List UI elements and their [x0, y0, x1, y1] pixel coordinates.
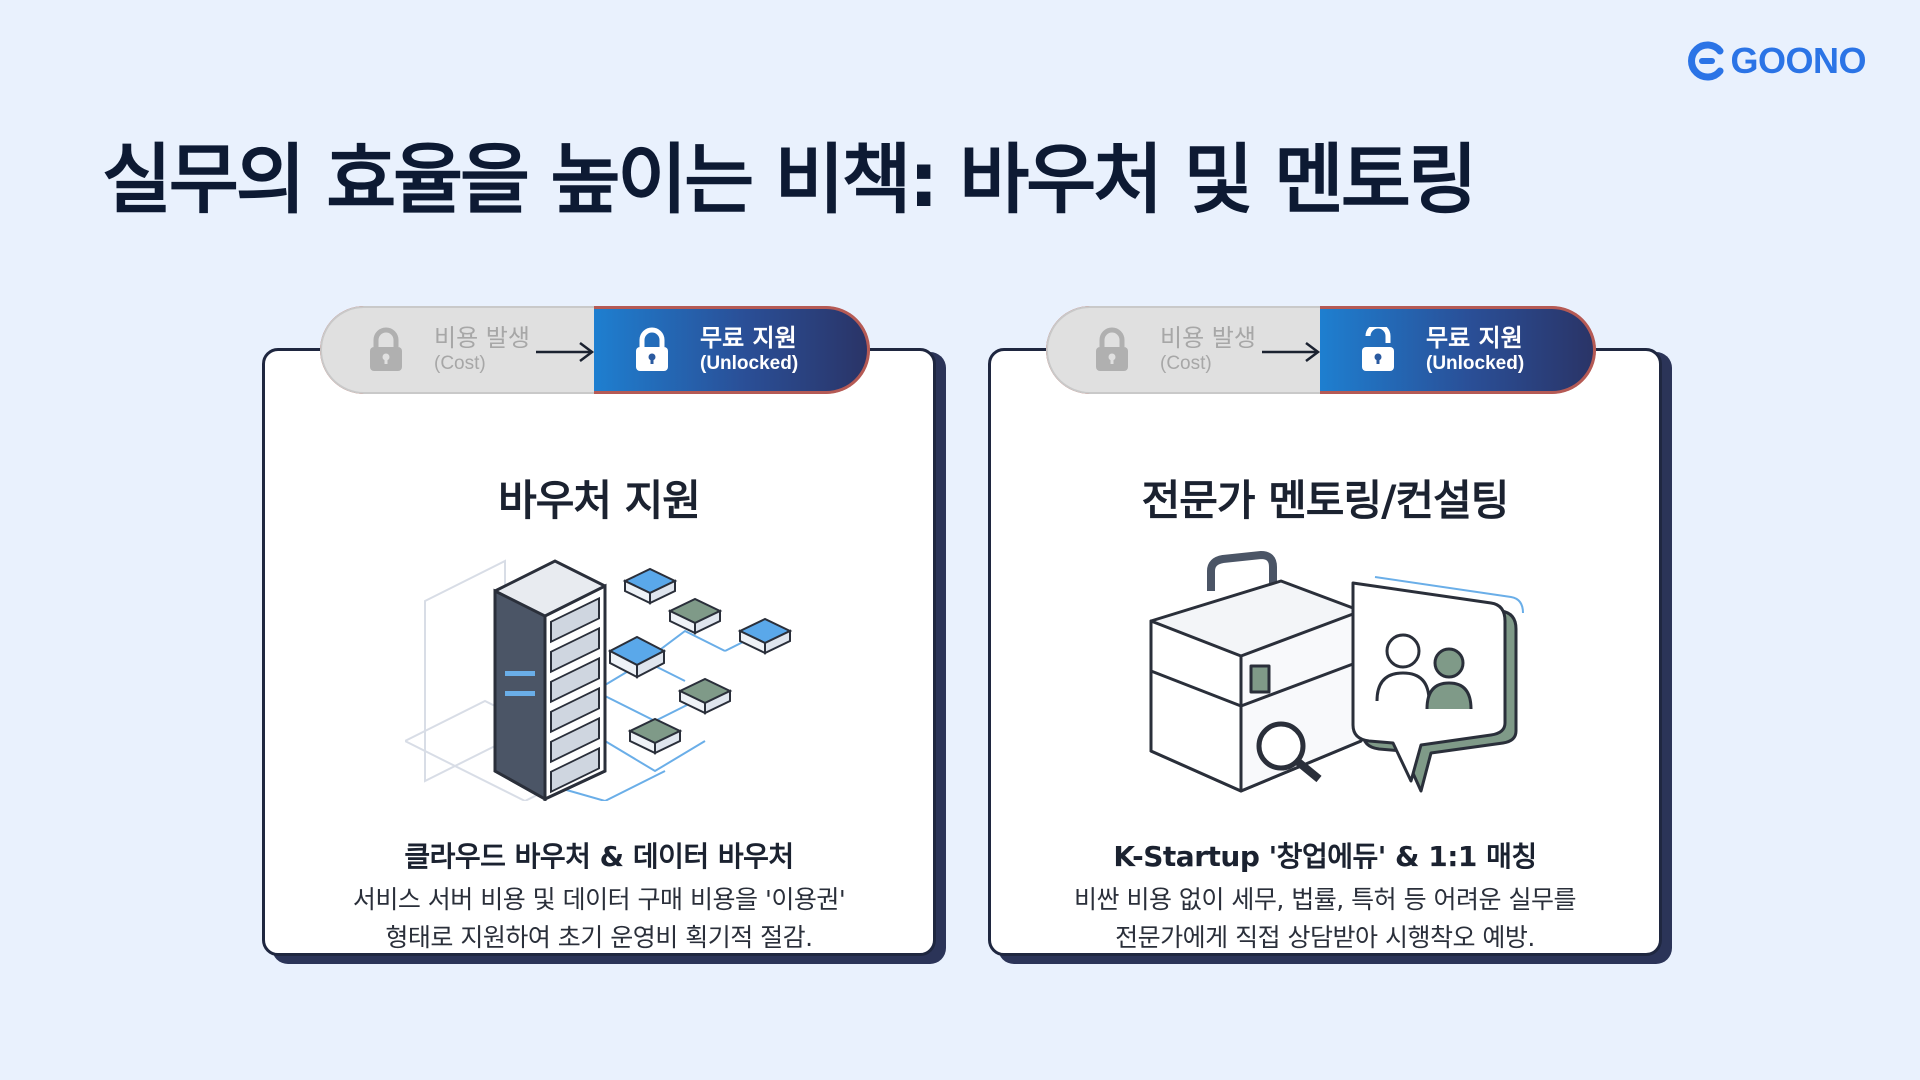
lock-closed-icon	[370, 327, 402, 371]
cost-sub: (Cost)	[434, 352, 486, 374]
free-label: 무료 지원	[1426, 324, 1523, 353]
lock-open-icon	[1362, 327, 1394, 371]
lock-closed-icon	[1096, 327, 1128, 371]
arrow-right-icon	[536, 342, 595, 362]
card-title: 전문가 멘토링/컨설팅	[1141, 476, 1510, 525]
card-body: 전문가 멘토링/컨설팅 K-Startup '창업에듀' &	[988, 348, 1662, 956]
page-title: 실무의 효율을 높이는 비책: 바우처 및 멘토링	[102, 135, 1478, 224]
card-description: 서비스 서버 비용 및 데이터 구매 비용을 '이용권' 형태로 지원하여 초기…	[285, 881, 913, 957]
free-segment: 무료 지원 (Unlocked)	[1320, 306, 1596, 394]
card-description: 비싼 비용 없이 세무, 법률, 특허 등 어려운 실무를 전문가에게 직접 상…	[1011, 881, 1639, 957]
cost-to-free-pill: 비용 발생 (Cost) 무료 지원 (Unlocked)	[1046, 306, 1596, 394]
card-body: 바우처 지원	[262, 348, 936, 956]
card-title: 바우처 지원	[498, 476, 701, 525]
voucher-card: 바우처 지원	[262, 306, 946, 964]
desc-line: 전문가에게 직접 상담받아 시행착오 예방.	[1115, 923, 1535, 952]
lock-closed-icon	[636, 327, 668, 371]
cost-sub: (Cost)	[1160, 352, 1212, 374]
card-subtitle: K-Startup '창업에듀' & 1:1 매칭	[1113, 840, 1537, 873]
arrow-right-icon	[1262, 342, 1321, 362]
cost-label: 비용 발생	[1160, 324, 1256, 353]
free-sub: (Unlocked)	[1426, 352, 1525, 374]
mentoring-card: 전문가 멘토링/컨설팅 K-Startup '창업에듀' &	[988, 306, 1672, 964]
goono-logo: GOONO	[1682, 40, 1866, 82]
cost-segment: 비용 발생 (Cost)	[1046, 306, 1321, 394]
desc-line: 형태로 지원하여 초기 운영비 획기적 절감.	[385, 923, 813, 952]
cost-to-free-pill: 비용 발생 (Cost) 무료 지원 (Unlocked)	[320, 306, 870, 394]
goono-mark-icon	[1688, 41, 1724, 81]
cost-segment: 비용 발생 (Cost)	[320, 306, 595, 394]
card-subtitle: 클라우드 바우처 & 데이터 바우처	[404, 840, 794, 873]
desc-line: 비싼 비용 없이 세무, 법률, 특허 등 어려운 실무를	[1074, 885, 1576, 914]
desc-line: 서비스 서버 비용 및 데이터 구매 비용을 '이용권'	[352, 885, 846, 914]
server-rack-network-icon	[405, 559, 793, 801]
free-sub: (Unlocked)	[700, 352, 799, 374]
free-segment: 무료 지원 (Unlocked)	[594, 306, 870, 394]
free-label: 무료 지원	[700, 324, 797, 353]
briefcase-consulting-icon	[1149, 551, 1524, 793]
logo-text: GOONO	[1730, 40, 1866, 81]
cost-label: 비용 발생	[434, 324, 530, 353]
